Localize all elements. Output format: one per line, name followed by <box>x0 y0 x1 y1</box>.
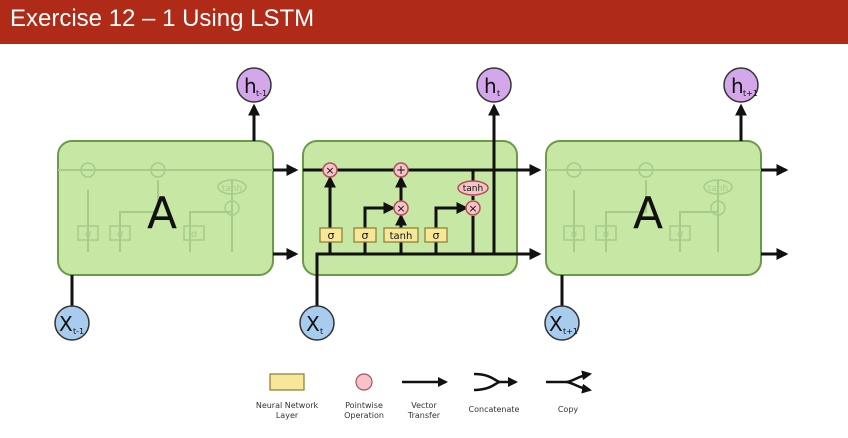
legend-copy: Copy <box>546 370 592 414</box>
legend-pointwise-line1: Pointwise <box>345 401 383 410</box>
faded-layer <box>109 225 131 241</box>
legend-copy-label: Copy <box>558 405 579 414</box>
input-nodes: X t-1 X t X t+1 <box>54 305 580 341</box>
faded-layer-label: σ <box>117 229 124 240</box>
h-next-main: h <box>731 74 744 98</box>
h-cur-node: h t <box>476 67 512 103</box>
copy-branch-up-icon <box>565 370 592 384</box>
cell-right-box <box>545 140 762 276</box>
faded-layer-label: σ <box>571 229 578 240</box>
title-bar: Exercise 12 – 1 Using LSTM <box>0 0 848 44</box>
x-next-sub: t+1 <box>563 327 578 336</box>
cell-right: tanh σ σ σ A <box>545 140 762 276</box>
layer-swatch <box>269 373 305 391</box>
legend-vector-line2: Transfer <box>407 411 441 420</box>
page-title: Exercise 12 – 1 Using LSTM <box>10 5 315 32</box>
mul-op-icon <box>322 162 338 178</box>
faded-tanh-op <box>703 179 733 195</box>
sigma-layer-label: σ <box>362 229 369 242</box>
cell-right-label: A <box>633 188 663 239</box>
faded-mul-icon <box>566 162 582 178</box>
faded-mul-icon <box>80 162 96 178</box>
cell-middle-ops: × + × × tanh <box>322 162 489 216</box>
tanh-layer-label: tanh <box>390 231 413 242</box>
pointwise-swatch <box>355 373 373 391</box>
x-cur-sub: t <box>320 327 323 336</box>
legend-layer-line2: Layer <box>276 411 299 420</box>
x-next-node: X t+1 <box>544 305 580 341</box>
x-prev-node: X t-1 <box>54 305 90 341</box>
cell-middle-layers: σ σ tanh σ <box>319 227 448 243</box>
legend-vector-transfer: Vector Transfer <box>402 377 448 420</box>
cell-left-label: A <box>147 188 177 239</box>
legend-pointwise-operation: Pointwise Operation <box>344 373 384 420</box>
cell-left-faded-lines <box>58 169 273 252</box>
legend-layer-line1: Neural Network <box>256 401 319 410</box>
faded-layer-label: σ <box>191 229 198 240</box>
legend-concatenate: Concatenate <box>469 372 520 414</box>
legend-pointwise-line2: Operation <box>344 411 384 420</box>
mul-op-label: × <box>325 164 334 177</box>
mul-op-icon <box>393 200 409 216</box>
concatenate-icon <box>473 372 501 392</box>
faded-layer <box>669 225 691 241</box>
faded-mul-icon <box>224 200 240 216</box>
sigma-layer <box>424 227 448 243</box>
faded-layer <box>77 225 99 241</box>
faded-layer-label: σ <box>85 229 92 240</box>
add-op-label: + <box>396 163 406 177</box>
x-cur-node: X t <box>299 305 335 341</box>
tanh-op <box>457 180 489 196</box>
legend-neural-network-layer: Neural Network Layer <box>256 373 319 420</box>
x-prev-main: X <box>59 312 73 336</box>
h-prev-sub: t-1 <box>256 89 267 98</box>
faded-layer-label: σ <box>677 229 684 240</box>
state-arrows <box>70 103 789 306</box>
cell-left-box <box>57 140 274 276</box>
h-prev-main: h <box>244 74 257 98</box>
h-prev-node: h t-1 <box>236 67 272 103</box>
legend-vector-line1: Vector <box>411 401 437 410</box>
tanh-layer <box>383 227 419 243</box>
faded-layer <box>595 225 617 241</box>
faded-layer <box>563 225 585 241</box>
mul-op-label: × <box>396 202 405 215</box>
h-next-node: h t+1 <box>723 67 759 103</box>
faded-layer <box>183 225 205 241</box>
sigma-layer <box>353 227 377 243</box>
h-cur-main: h <box>484 74 497 98</box>
sigma-layer-label: σ <box>328 229 335 242</box>
faded-tanh-op <box>217 179 247 195</box>
faded-mul-icon <box>710 200 726 216</box>
x-prev-sub: t-1 <box>73 327 84 336</box>
sigma-layer-label: σ <box>433 229 440 242</box>
tanh-op-label: tanh <box>463 184 483 194</box>
faded-layer-label: σ <box>603 229 610 240</box>
faded-add-icon <box>150 162 166 178</box>
cell-left: tanh σ σ σ A <box>57 140 274 276</box>
legend: Neural Network Layer Pointwise Operation… <box>256 370 592 420</box>
x-next-main: X <box>549 312 563 336</box>
sigma-layer <box>319 227 343 243</box>
faded-tanh-label: tanh <box>222 184 242 194</box>
legend-concatenate-label: Concatenate <box>469 405 520 414</box>
h-cur-sub: t <box>497 89 500 98</box>
x-cur-main: X <box>306 312 320 336</box>
h-next-sub: t+1 <box>743 89 758 98</box>
mul-op-icon <box>465 200 481 216</box>
hidden-nodes: h t-1 h t h t+1 <box>236 67 759 103</box>
copy-branch-down-icon <box>565 380 592 394</box>
faded-add-icon <box>638 162 654 178</box>
mul-op-label: × <box>468 202 477 215</box>
faded-tanh-label: tanh <box>708 184 728 194</box>
add-op-icon <box>393 162 409 178</box>
